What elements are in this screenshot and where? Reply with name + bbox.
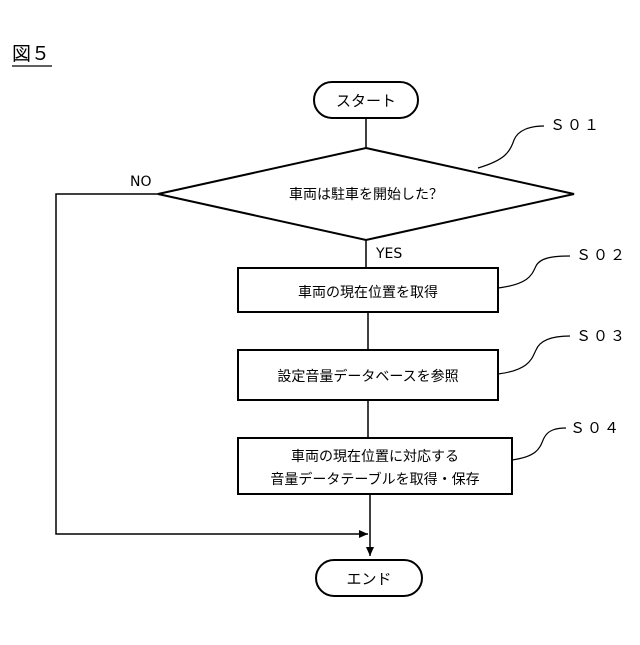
start-label: スタート [336,92,396,110]
process-text-s04-line2: 音量データテーブルを取得・保存 [270,471,479,488]
no-label: NO [130,174,152,190]
leader-s03 [498,336,570,374]
step-id-s02: Ｓ０２ [576,246,627,264]
step-id-s01: Ｓ０１ [550,116,601,134]
step-id-s03: Ｓ０３ [576,327,627,345]
leader-s01 [478,126,544,168]
yes-label: YES [375,246,402,262]
process-text-s02: 車両の現在位置を取得 [298,284,438,301]
figure-label: 図５ [12,43,50,65]
leader-s04 [512,428,566,460]
process-text-s03: 設定音量データベースを参照 [277,368,458,385]
leader-s02 [498,256,570,288]
step-id-s04: Ｓ０４ [570,419,621,437]
end-label: エンド [346,570,391,588]
process-text-s04-line1: 車両の現在位置に対応する [291,448,459,465]
decision-text: 車両は駐車を開始した？ [289,186,443,203]
